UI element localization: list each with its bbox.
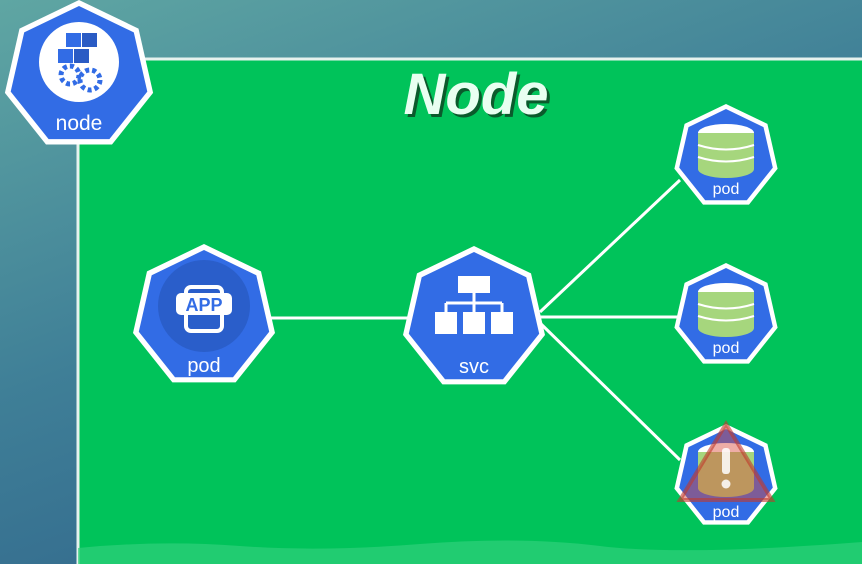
db-pod-2[interactable]: pod [674,263,778,364]
app-icon-text: APP [185,295,222,315]
db-pod-2-label: pod [713,340,740,357]
link-svc-pod-bottom [538,321,682,462]
db-pod-1-label: pod [713,181,740,198]
diagram-title: Node [404,62,549,127]
db-pod-3[interactable]: pod [674,420,778,525]
database-icon [697,124,755,178]
database-icon [697,283,755,337]
app-icon: APP [176,285,232,333]
db-pod-1[interactable]: pod [674,104,778,205]
app-pod-label: pod [187,355,220,377]
db-pod-3-label: pod [713,504,740,521]
node-cubes-gear-icon [58,33,103,93]
service-label: svc [459,356,489,378]
node-badge: node [4,0,154,145]
connection-lines [270,178,682,462]
network-hierarchy-icon [435,276,513,334]
node-badge-label: node [56,112,103,135]
warning-icon [676,420,776,502]
app-pod[interactable]: APP pod [133,244,275,383]
ground-strip [78,540,862,564]
diagram-title-shadow: Node [407,65,552,130]
service-node[interactable]: svc [403,246,545,385]
link-svc-pod-top [538,178,682,314]
